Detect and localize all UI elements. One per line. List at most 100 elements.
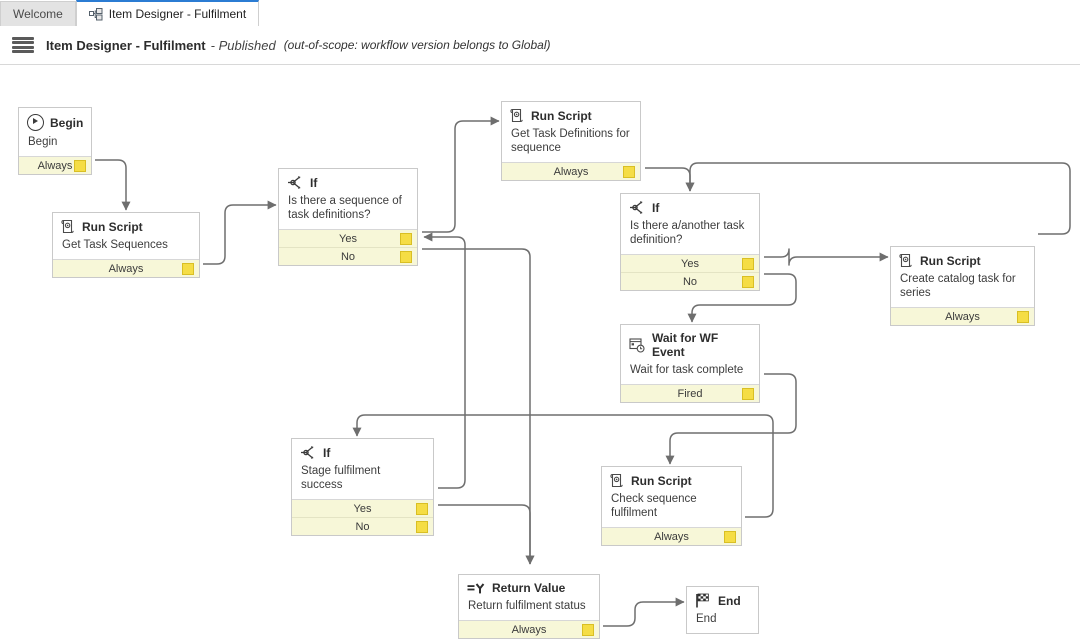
node-begin[interactable]: Begin Begin Always <box>18 107 92 175</box>
node-return-value[interactable]: Return Value Return fulfilment status Al… <box>458 574 600 639</box>
wire-wait-fired-to-check <box>665 373 797 465</box>
node-get-task-definitions-desc: Get Task Definitions for sequence <box>511 128 630 154</box>
port-knob[interactable] <box>74 159 86 172</box>
node-create-catalog-task-ports: Always <box>891 307 1034 325</box>
wire-if-yes-to-get-task-definitions <box>422 116 500 233</box>
wire-if-stage-yes-up <box>423 232 466 489</box>
node-wait-wf-event-ports: Fired <box>621 384 759 402</box>
node-end[interactable]: End End <box>686 586 759 634</box>
node-if-stage-fulfilment[interactable]: If Stage fulfilment success Yes No <box>291 438 434 536</box>
node-end-desc: End <box>696 613 717 625</box>
node-if-sequence-ports: Yes No <box>279 229 417 265</box>
port-no[interactable]: No <box>279 248 417 265</box>
node-check-sequence-fulfilment-ports: Always <box>602 527 741 545</box>
port-yes[interactable]: Yes <box>292 500 433 518</box>
tab-item-designer-fulfilment[interactable]: Item Designer - Fulfilment <box>75 0 260 27</box>
port-knob[interactable] <box>416 520 428 533</box>
port-always[interactable]: Always <box>602 528 741 545</box>
node-create-catalog-task-title: Run Script <box>920 253 981 268</box>
node-if-sequence-header: If <box>279 169 417 192</box>
node-wait-wf-event-desc: Wait for task complete <box>630 364 744 376</box>
workflow-canvas[interactable]: Begin Begin Always Run Script Get <box>0 65 1080 643</box>
wire-create-catalog-to-if2 <box>685 162 1071 235</box>
node-if-sequence-desc: Is there a sequence of task definitions? <box>288 195 402 221</box>
node-create-catalog-task[interactable]: Run Script Create catalog task for serie… <box>890 246 1035 326</box>
port-label: Always <box>945 310 980 323</box>
port-yes[interactable]: Yes <box>279 230 417 248</box>
port-no[interactable]: No <box>292 518 433 535</box>
node-begin-desc: Begin <box>28 136 58 148</box>
port-label: No <box>340 250 356 263</box>
checkered-flag-icon <box>695 593 712 608</box>
hamburger-icon[interactable] <box>12 37 34 53</box>
port-label: Always <box>37 159 73 172</box>
port-label: Always <box>511 623 547 636</box>
port-label: Yes <box>353 502 372 515</box>
port-always[interactable]: Always <box>502 163 640 180</box>
port-label: Always <box>553 165 589 178</box>
node-if-task-definition[interactable]: If Is there a/another task definition? Y… <box>620 193 760 291</box>
port-knob[interactable] <box>1017 310 1029 323</box>
port-always[interactable]: Always <box>19 157 91 174</box>
node-begin-title: Begin <box>50 115 84 130</box>
node-end-title: End <box>718 593 741 608</box>
port-label: No <box>682 275 698 288</box>
node-get-task-definitions-ports: Always <box>502 162 640 180</box>
port-knob[interactable] <box>400 250 412 263</box>
port-always[interactable]: Always <box>459 621 599 638</box>
port-label: Yes <box>339 232 357 245</box>
port-no[interactable]: No <box>621 273 759 290</box>
wire-if-stage-no-to-return <box>438 504 535 565</box>
port-knob[interactable] <box>182 262 194 275</box>
port-yes[interactable]: Yes <box>621 255 759 273</box>
node-get-task-definitions[interactable]: Run Script Get Task Definitions for sequ… <box>501 101 641 181</box>
port-knob[interactable] <box>742 275 754 288</box>
wire-if2-no-to-wait <box>687 273 797 323</box>
script-icon <box>610 473 625 488</box>
port-fired[interactable]: Fired <box>621 385 759 402</box>
node-get-task-sequences-desc: Get Task Sequences <box>62 239 168 251</box>
port-label: Always <box>108 262 144 275</box>
wire-begin-to-get-task-sequences <box>95 159 131 211</box>
port-knob[interactable] <box>400 232 412 245</box>
node-check-sequence-fulfilment[interactable]: Run Script Check sequence fulfilment Alw… <box>601 466 742 546</box>
node-if-task-definition-desc: Is there a/another task definition? <box>630 220 745 246</box>
wire-return-to-end <box>603 597 685 627</box>
port-always[interactable]: Always <box>53 260 199 277</box>
port-knob[interactable] <box>582 623 594 636</box>
if-icon <box>300 445 317 460</box>
tab-strip: Welcome Item Designer - Fulfilment <box>0 0 1080 27</box>
return-value-icon <box>467 582 486 595</box>
scope-note: (out-of-scope: workflow version belongs … <box>283 38 551 52</box>
node-if-stage-fulfilment-ports: Yes No <box>292 499 433 535</box>
port-label: No <box>355 520 370 533</box>
node-if-stage-fulfilment-title: If <box>323 445 331 460</box>
port-knob[interactable] <box>724 530 736 543</box>
node-wait-wf-event-title: Wait for WF Event <box>652 331 719 359</box>
node-end-header: End <box>687 587 758 610</box>
wire-check-to-if-stage <box>352 414 774 518</box>
port-always[interactable]: Always <box>891 308 1034 325</box>
wire-get-task-sequences-to-if <box>203 200 277 265</box>
port-label: Fired <box>677 387 703 400</box>
node-wait-wf-event[interactable]: Wait for WF Event Wait for task complete… <box>620 324 760 403</box>
node-get-task-sequences[interactable]: Run Script Get Task Sequences Always <box>52 212 200 278</box>
node-if-task-definition-ports: Yes No <box>621 254 759 290</box>
node-if-sequence[interactable]: If Is there a sequence of task definitio… <box>278 168 418 266</box>
tab-welcome[interactable]: Welcome <box>0 1 76 26</box>
page-title: Item Designer - Fulfilment <box>46 37 206 53</box>
port-label: Always <box>654 530 689 543</box>
port-knob[interactable] <box>742 257 754 270</box>
if-icon <box>287 175 304 190</box>
port-knob[interactable] <box>623 165 635 178</box>
port-knob[interactable] <box>742 387 754 400</box>
port-label: Yes <box>681 257 699 270</box>
node-create-catalog-task-header: Run Script <box>891 247 1034 270</box>
node-check-sequence-fulfilment-desc: Check sequence fulfilment <box>611 493 697 519</box>
wire-if-no-to-return <box>422 248 535 565</box>
node-begin-ports: Always <box>19 156 91 174</box>
node-get-task-definitions-title: Run Script <box>531 108 592 123</box>
node-return-value-ports: Always <box>459 620 599 638</box>
node-return-value-desc: Return fulfilment status <box>468 600 586 612</box>
port-knob[interactable] <box>416 502 428 515</box>
